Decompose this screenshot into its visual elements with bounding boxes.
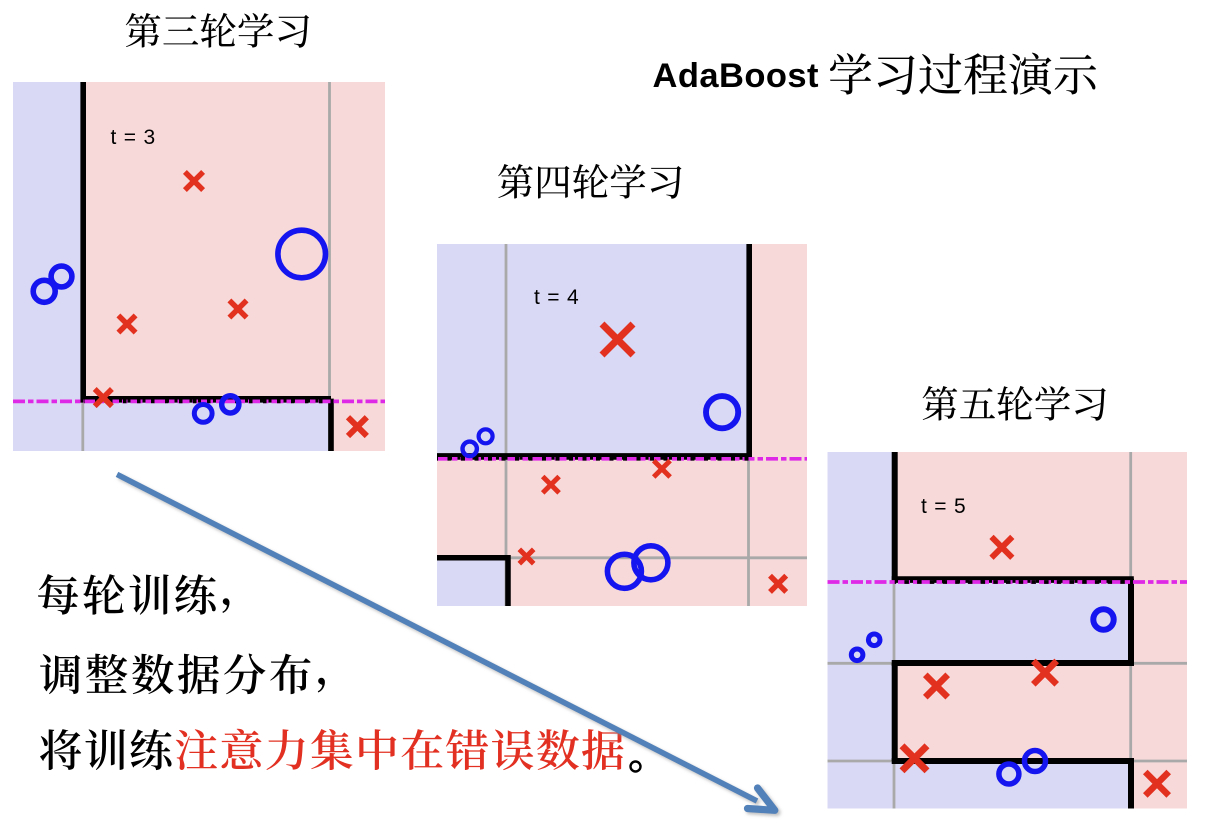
svg-text:t = 5: t = 5 bbox=[921, 495, 966, 518]
svg-text:t = 4: t = 4 bbox=[534, 286, 579, 309]
svg-text:t = 3: t = 3 bbox=[111, 126, 156, 149]
svg-text:AdaBoost: AdaBoost bbox=[653, 57, 820, 95]
